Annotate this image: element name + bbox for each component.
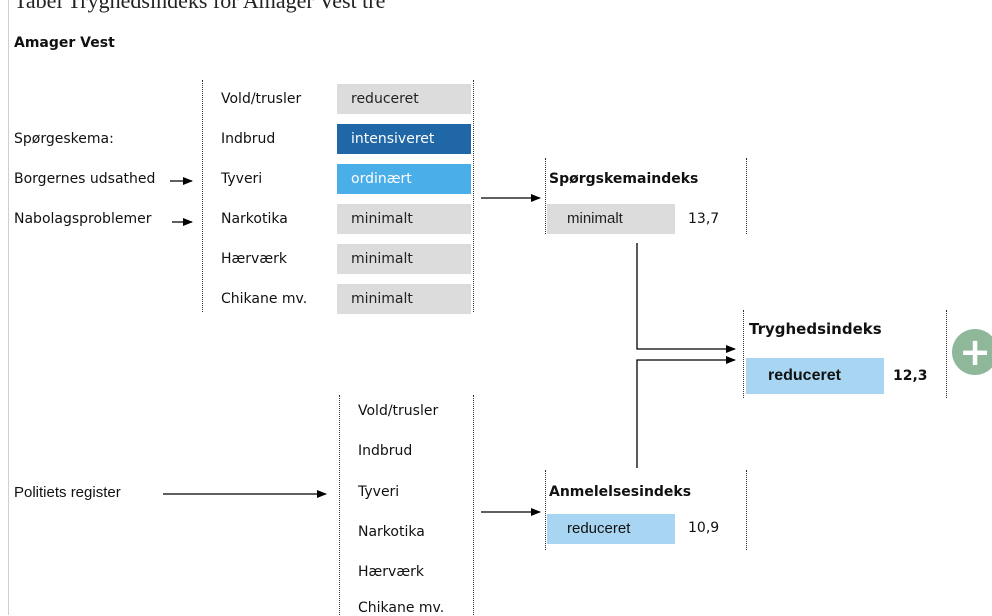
report-index-right-border [746,470,747,550]
survey-level-box: minimalt [337,284,471,314]
report-index-to-safety-connector [636,356,736,468]
survey-category: Vold/trusler [221,91,302,107]
safety-index-left-border [743,310,744,398]
survey-category: Chikane mv. [221,291,308,307]
report-index-left-border [545,470,546,550]
plus-circle-icon[interactable]: + [952,329,992,375]
safety-index-level: reduceret [746,358,884,394]
survey-index-to-safety-connector [636,243,736,353]
survey-category: Tyveri [221,171,263,187]
survey-category: Indbrud [221,131,276,147]
survey-index-value: 13,7 [688,211,720,227]
safety-index-right-border [946,310,947,398]
survey-level-box: intensiveret [337,124,471,154]
report-index-title: Anmelelsesindeks [549,484,692,500]
questionnaire-label: Spørgeskema: [14,131,114,147]
report-index-value: 10,9 [688,520,720,536]
survey-index-level: minimalt [547,204,675,234]
citizens-exposure-label: Borgernes udsathed [14,171,156,187]
police-category: Indbrud [358,443,413,459]
survey-index-left-border [545,158,546,234]
police-category: Narkotika [358,524,425,540]
survey-level-box: minimalt [337,204,471,234]
police-category: Vold/trusler [358,403,439,419]
survey-right-border [473,80,474,312]
police-right-border [473,395,474,615]
survey-level-box: minimalt [337,244,471,274]
police-category: Tyveri [358,484,400,500]
page-left-rule [8,0,9,615]
survey-category: Hærværk [221,251,287,267]
police-register-label: Politiets register [14,484,121,501]
survey-level-box: ordinært [337,164,471,194]
police-left-border [339,395,340,615]
police-category: Chikane mv. [358,600,445,616]
survey-left-border [202,80,203,312]
safety-index-title: Tryghedsindeks [749,320,882,338]
cut-off-table-title: Tabel Tryghedsindeks for Amager Vest tre [14,0,386,13]
police-category: Hærværk [358,564,424,580]
safety-index-value: 12,3 [893,368,928,384]
report-index-level: reduceret [547,514,675,544]
survey-category: Narkotika [221,211,288,227]
survey-level-box: reduceret [337,84,471,114]
survey-index-title: Spørgskemaindeks [549,171,699,187]
neighborhood-problems-label: Nabolagsproblemer [14,211,152,227]
area-title: Amager Vest [14,35,115,51]
survey-index-right-border [746,158,747,234]
